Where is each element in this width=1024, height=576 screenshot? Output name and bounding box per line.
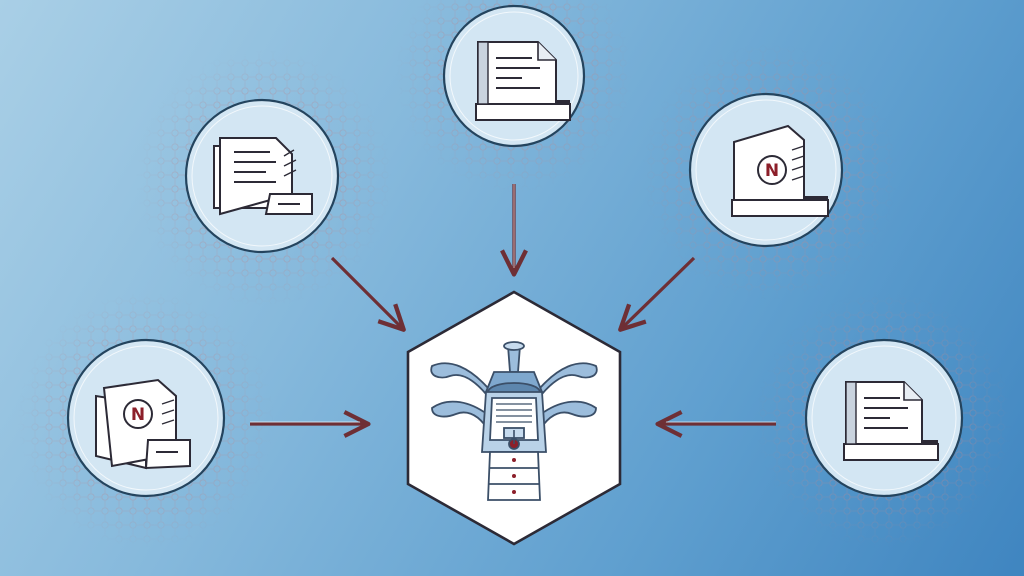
node-left: N xyxy=(66,338,226,498)
document-stack-icon xyxy=(475,41,571,121)
emblem-letter: N xyxy=(765,161,779,181)
emblem-letter: N xyxy=(131,405,145,425)
node-right xyxy=(804,338,964,498)
processing-machine-icon xyxy=(430,341,598,501)
node-top xyxy=(442,4,586,148)
central-hub xyxy=(406,290,622,546)
arrow-upper-left-to-hub xyxy=(330,256,406,332)
node-upper-left xyxy=(184,98,340,254)
n-emblem-folder-icon: N xyxy=(95,378,191,470)
document-stack-icon xyxy=(843,381,939,461)
document-folder-icon xyxy=(213,137,313,216)
n-emblem-document-icon: N xyxy=(731,124,829,217)
arrow-upper-right-to-hub xyxy=(618,256,696,332)
node-upper-right: N xyxy=(688,92,844,248)
arrow-highlights xyxy=(250,184,776,423)
